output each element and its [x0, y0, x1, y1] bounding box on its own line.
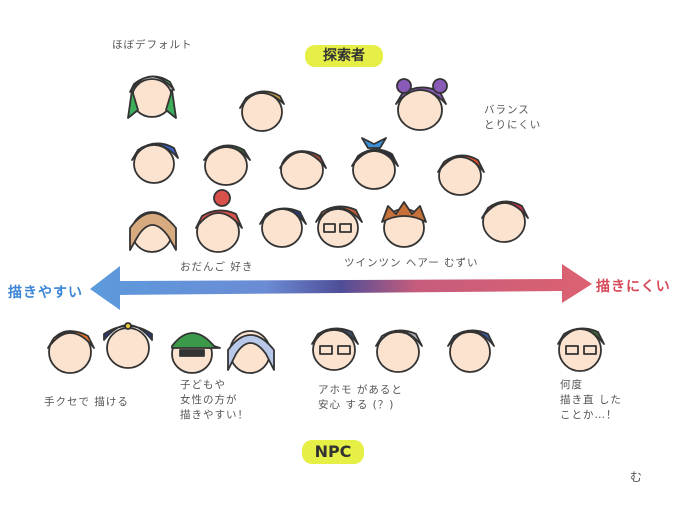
face-purple-buns	[395, 78, 448, 131]
title-highlight: 探索者	[305, 45, 383, 67]
face-dark-green	[203, 144, 251, 186]
face-red-short	[437, 154, 485, 196]
face-npc-glasses-dark	[311, 327, 359, 371]
note-redraw: 何度 描き直 した ことか…！	[560, 379, 622, 421]
arrow-body	[90, 264, 592, 310]
note-ahoge: アホモ があると 安心 する (？)	[318, 384, 403, 411]
note-default: ほぼデフォルト	[112, 39, 193, 51]
face-npc-lavender	[227, 330, 275, 374]
face-npc-grey	[375, 329, 423, 373]
arrow-left-label: 描きやすい	[8, 285, 83, 301]
note-balance: バランス とりにくい	[484, 104, 542, 131]
note-habit: 手クセで 描ける	[44, 396, 129, 408]
face-brown-bob	[279, 150, 327, 190]
note-odango: おだんご 好き	[180, 261, 254, 273]
npc-title: NPC	[314, 442, 352, 461]
face-navy-short	[259, 207, 307, 248]
face-npc-green-glasses	[557, 327, 605, 372]
face-orange-spiky	[381, 201, 427, 248]
face-npc-orange	[47, 330, 95, 374]
arrow-right-label: 描きにくい	[596, 279, 671, 295]
face-brown-short	[239, 90, 285, 132]
signature: む	[630, 470, 644, 484]
face-green-twintail	[127, 75, 177, 119]
page-title: 探索者	[323, 48, 365, 64]
face-light-brown-long	[129, 211, 177, 253]
face-odango	[195, 189, 243, 253]
face-npc-police-cap	[103, 322, 153, 369]
face-blue-ponytail	[131, 142, 179, 184]
note-twintail: ツインツン ヘアー むずい	[344, 257, 479, 269]
face-npc-blue	[447, 329, 495, 373]
face-black-twintail-ribbon	[351, 137, 399, 190]
face-npc-green-cap	[171, 332, 221, 374]
npc-highlight: NPC	[302, 440, 364, 464]
face-red-scarf	[481, 200, 529, 243]
face-glasses-brown	[315, 205, 363, 248]
note-kids: 子どもや 女性の方が 描きやすい！	[180, 379, 249, 421]
